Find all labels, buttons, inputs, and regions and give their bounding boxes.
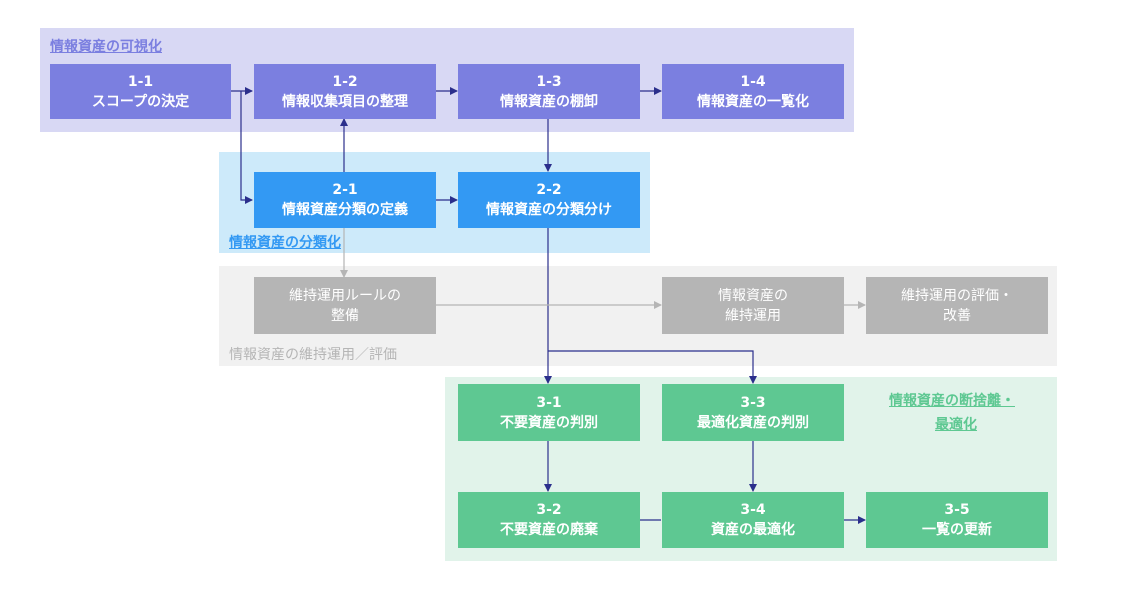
step-3-3-num: 3-3	[740, 394, 766, 411]
step-1-2: 1-2 情報収集項目の整理	[254, 64, 436, 119]
step-3-5-title: 一覧の更新	[922, 522, 992, 538]
step-2-2-num: 2-2	[536, 182, 562, 198]
maintain-evaluation: 維持運用の評価・ 改善	[866, 277, 1048, 334]
region-label-visualize: 情報資産の可視化	[50, 39, 162, 55]
region-label-classify: 情報資産の分類化	[229, 235, 341, 251]
region-label-optimize-2: 最適化	[935, 417, 977, 433]
step-2-1: 2-1 情報資産分類の定義	[254, 172, 436, 228]
step-1-2-title: 情報収集項目の整理	[282, 93, 408, 110]
maintain-operation: 情報資産の 維持運用	[662, 277, 844, 334]
step-3-2-num: 3-2	[536, 502, 562, 518]
maintain-operation-line1: 情報資産の	[718, 287, 788, 304]
step-3-3-title: 最適化資産の判別	[697, 414, 809, 431]
step-1-1-title: スコープの決定	[91, 93, 190, 110]
step-1-4-title: 情報資産の一覧化	[697, 93, 809, 110]
step-3-4-num: 3-4	[740, 502, 766, 518]
step-1-3: 1-3 情報資産の棚卸	[458, 64, 640, 119]
maintain-rules: 維持運用ルールの 整備	[254, 277, 436, 334]
maintain-rules-line1: 維持運用ルールの	[289, 287, 401, 304]
region-label-optimize-1: 情報資産の断捨離・	[889, 393, 1015, 409]
step-3-1: 3-1 不要資産の判別	[458, 384, 640, 441]
maintain-evaluation-line2: 改善	[943, 307, 971, 324]
maintain-operation-line2: 維持運用	[725, 307, 781, 324]
maintain-rules-line2: 整備	[331, 307, 359, 324]
step-3-1-num: 3-1	[536, 394, 562, 411]
step-3-5-num: 3-5	[944, 502, 970, 518]
step-1-2-num: 1-2	[332, 73, 358, 90]
step-1-4-num: 1-4	[740, 73, 766, 90]
step-1-1: 1-1 スコープの決定	[50, 64, 231, 119]
step-2-1-num: 2-1	[332, 182, 358, 198]
step-3-1-title: 不要資産の判別	[500, 414, 598, 431]
step-1-3-title: 情報資産の棚卸	[500, 93, 598, 110]
step-3-2: 3-2 不要資産の廃棄	[458, 492, 640, 548]
arrow-11-21	[240, 91, 253, 204]
step-2-1-title: 情報資産分類の定義	[282, 202, 408, 218]
step-2-2-title: 情報資産の分類分け	[486, 202, 612, 218]
step-2-2: 2-2 情報資産の分類分け	[458, 172, 640, 228]
step-1-1-num: 1-1	[127, 73, 154, 90]
step-1-3-num: 1-3	[536, 73, 562, 90]
step-1-4: 1-4 情報資産の一覧化	[662, 64, 844, 119]
step-3-4: 3-4 資産の最適化	[662, 492, 844, 548]
maintain-evaluation-line1: 維持運用の評価・	[901, 287, 1013, 304]
arrow-22-33	[548, 350, 757, 384]
step-3-5: 3-5 一覧の更新	[866, 492, 1048, 548]
step-3-2-title: 不要資産の廃棄	[500, 522, 598, 538]
step-3-3: 3-3 最適化資産の判別	[662, 384, 844, 441]
region-label-maintain: 情報資産の維持運用／評価	[229, 347, 397, 363]
step-3-4-title: 資産の最適化	[711, 522, 795, 538]
